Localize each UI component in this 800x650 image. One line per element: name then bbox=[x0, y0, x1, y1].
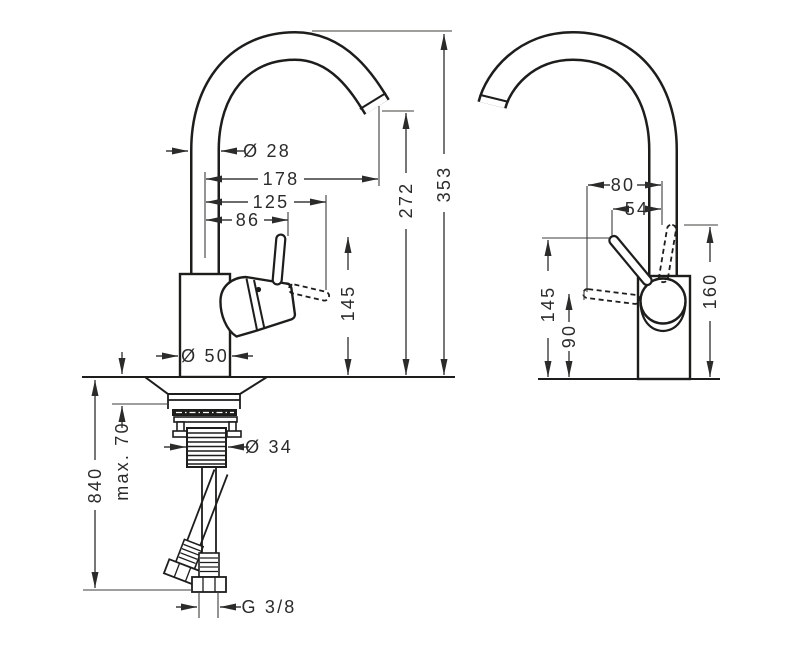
dim-hose-length: 840 bbox=[85, 380, 105, 588]
dim-handle-up-height-label: 160 bbox=[700, 273, 720, 310]
front-extension-lines bbox=[83, 30, 452, 618]
dim-mounting-thickness-label: max. 70 bbox=[112, 421, 132, 500]
front-mounting-assembly bbox=[141, 376, 271, 468]
side-aerator-line bbox=[480, 94, 508, 103]
dim-base-diameter: Ø 50 bbox=[156, 346, 253, 366]
dim-front-handle-height: 145 bbox=[338, 237, 358, 375]
dim-connection-thread: G 3/8 bbox=[176, 597, 296, 617]
front-hose-nut bbox=[191, 576, 227, 593]
front-view: Ø 28 178 125 86 145 272 bbox=[82, 30, 455, 618]
dim-handle-up-height: 160 bbox=[700, 227, 720, 377]
front-handle-pin-dot bbox=[255, 286, 262, 293]
dim-handle-reach-open-label: 125 bbox=[253, 192, 290, 212]
side-extension-lines bbox=[542, 181, 718, 300]
front-supply-hoses bbox=[162, 467, 229, 593]
front-spout-tube bbox=[190, 30, 390, 282]
front-threaded-shank bbox=[186, 427, 227, 468]
dim-spout-outlet-height-label: 272 bbox=[396, 182, 416, 219]
front-aerator-line bbox=[359, 92, 387, 110]
dim-handle-depth: 54 bbox=[613, 199, 661, 219]
dim-handle-reach: 86 bbox=[206, 210, 288, 230]
side-handle-ball bbox=[639, 277, 687, 325]
dim-spout-outlet-height: 272 bbox=[396, 113, 416, 375]
dim-connection-thread-label: G 3/8 bbox=[241, 597, 296, 617]
dim-handle-depth-open: 80 bbox=[588, 175, 661, 195]
dim-spout-diameter-label: Ø 28 bbox=[243, 141, 291, 161]
dim-front-handle-height-label: 145 bbox=[338, 285, 358, 322]
dim-handle-reach-label: 86 bbox=[236, 210, 260, 230]
dim-handle-reach-open: 125 bbox=[206, 192, 326, 212]
dim-shank-diameter-label: Ø 34 bbox=[245, 437, 293, 457]
side-ball-housing-lip bbox=[639, 301, 687, 333]
dim-hose-length-label: 840 bbox=[85, 467, 105, 504]
dim-handle-depth-label: 54 bbox=[625, 199, 649, 219]
dim-spout-diameter: Ø 28 bbox=[166, 141, 291, 161]
side-handle-dashed-down bbox=[582, 288, 641, 305]
dim-side-handle-height-label: 145 bbox=[538, 286, 558, 323]
dim-mounting-thickness: max. 70 bbox=[112, 352, 132, 501]
dim-shank-diameter: Ø 34 bbox=[164, 437, 293, 457]
side-view: 80 54 145 90 160 bbox=[477, 30, 720, 381]
dim-base-diameter-label: Ø 50 bbox=[181, 346, 229, 366]
side-spout-tube bbox=[477, 30, 678, 282]
dim-side-handle-height: 145 bbox=[538, 240, 558, 377]
front-cartridge-housing bbox=[219, 275, 297, 338]
dim-total-height-label: 353 bbox=[434, 166, 454, 203]
dim-handle-depth-open-label: 80 bbox=[611, 175, 635, 195]
front-handle-lever bbox=[271, 233, 287, 286]
dim-handle-low-height: 90 bbox=[559, 294, 579, 377]
dim-spout-reach: 178 bbox=[206, 169, 378, 189]
front-handle-lever-dashed bbox=[288, 283, 330, 302]
side-handle-lever bbox=[608, 234, 653, 287]
dim-total-height: 353 bbox=[434, 34, 454, 375]
dim-spout-reach-label: 178 bbox=[263, 169, 300, 189]
dim-handle-low-height-label: 90 bbox=[559, 324, 579, 348]
